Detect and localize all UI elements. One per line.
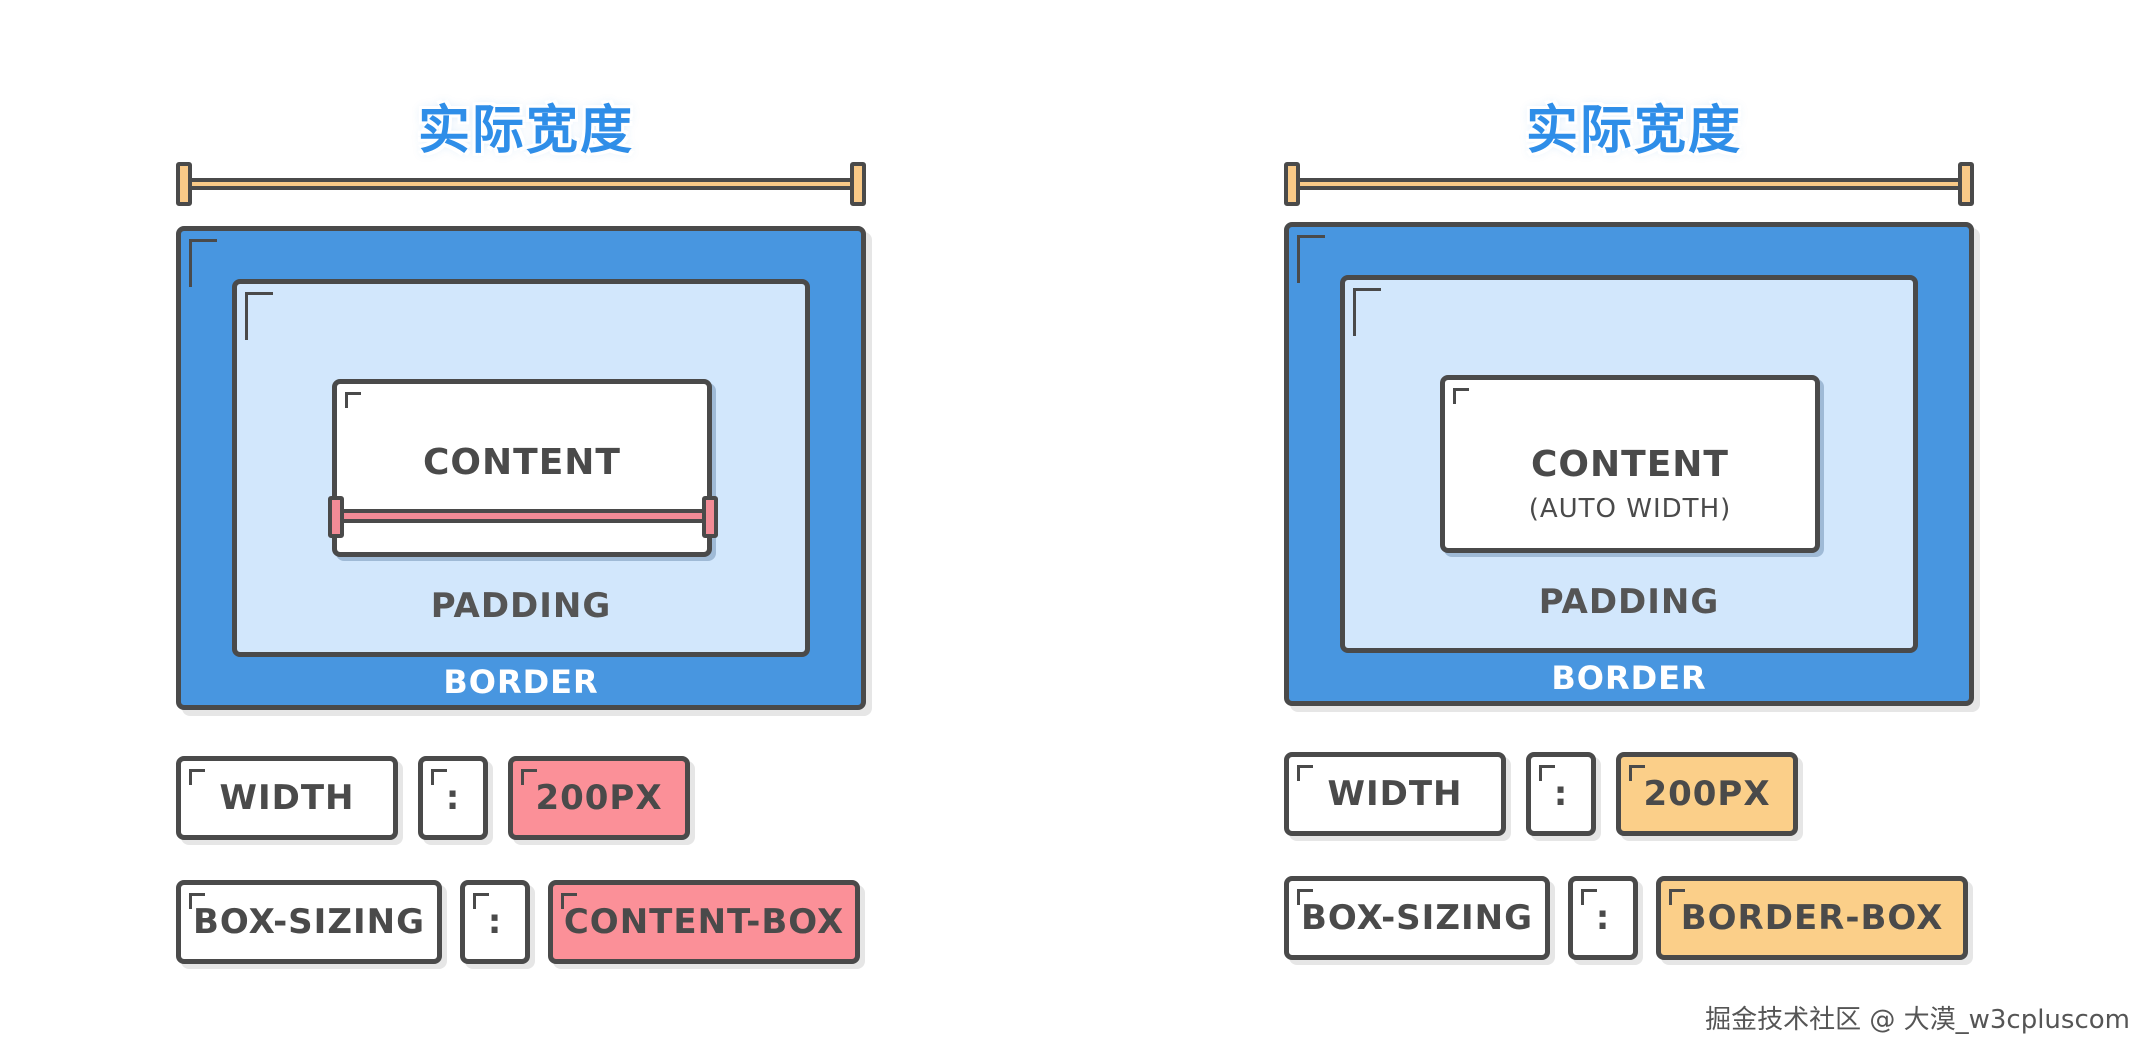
measure-cap-right — [1958, 162, 1974, 206]
actual-width-title: 实际宽度 — [1525, 101, 1742, 161]
padding-label: PADDING — [430, 586, 612, 626]
colon-chip: : — [418, 756, 488, 840]
corner-mark — [345, 392, 361, 408]
border-label: BORDER — [1551, 659, 1707, 697]
corner-mark — [1629, 765, 1645, 781]
border-box-diagram: 实际宽度 CONTENT (AUTO WIDTH) PADDING BORDER… — [1284, 0, 2044, 1000]
corner-mark — [1581, 889, 1597, 905]
measure-bar — [182, 178, 860, 190]
measure-cap-left — [176, 162, 192, 206]
measure-cap-left — [328, 496, 344, 538]
colon: : — [1595, 898, 1611, 938]
content-label: CONTENT — [1531, 444, 1729, 485]
content-area: CONTENT (AUTO WIDTH) — [1440, 375, 1820, 553]
measure-cap-left — [1284, 162, 1300, 206]
border-area: CONTENT PADDING BORDER — [176, 226, 866, 710]
measure-cap-right — [850, 162, 866, 206]
corner-mark — [189, 893, 205, 909]
padding-area: CONTENT PADDING — [232, 279, 810, 657]
width-value: 200PX — [1643, 774, 1771, 814]
box-sizing-value: BORDER-BOX — [1680, 898, 1944, 938]
box-sizing-value-chip: BORDER-BOX — [1656, 876, 1968, 960]
colon-chip: : — [1526, 752, 1596, 836]
width-value: 200PX — [535, 778, 663, 818]
border-area: CONTENT (AUTO WIDTH) PADDING BORDER — [1284, 222, 1974, 706]
corner-mark — [1539, 765, 1555, 781]
measure-bar — [334, 509, 712, 523]
padding-label: PADDING — [1538, 582, 1720, 622]
colon: : — [487, 902, 503, 942]
corner-mark — [1297, 235, 1325, 283]
box-sizing-property: BOX-SIZING — [193, 902, 425, 942]
corner-mark — [189, 239, 217, 287]
corner-mark — [1353, 288, 1381, 336]
colon-chip: : — [460, 880, 530, 964]
measure-bar — [1290, 178, 1968, 190]
content-area: CONTENT — [328, 379, 718, 557]
width-property-chip: WIDTH — [176, 756, 398, 840]
box-sizing-property-chip: BOX-SIZING — [1284, 876, 1550, 960]
content-width-measure — [328, 496, 718, 538]
corner-mark — [189, 769, 205, 785]
width-property: WIDTH — [219, 778, 355, 818]
padding-area: CONTENT (AUTO WIDTH) PADDING — [1340, 275, 1918, 653]
actual-width-measure — [176, 162, 866, 206]
box-sizing-property-chip: BOX-SIZING — [176, 880, 442, 964]
content-label: CONTENT — [423, 442, 621, 483]
box-sizing-value: CONTENT-BOX — [563, 902, 845, 942]
measure-cap-right — [702, 496, 718, 538]
corner-mark — [245, 292, 273, 340]
corner-mark — [1297, 765, 1313, 781]
colon: : — [445, 778, 461, 818]
width-property-chip: WIDTH — [1284, 752, 1506, 836]
box-sizing-property: BOX-SIZING — [1301, 898, 1533, 938]
width-value-chip: 200PX — [1616, 752, 1798, 836]
box-sizing-value-chip: CONTENT-BOX — [548, 880, 860, 964]
corner-mark — [1453, 388, 1469, 404]
content-box-diagram: 实际宽度 CONTENT PADDING BORDER WIDTH — [176, 0, 936, 1000]
colon: : — [1553, 774, 1569, 814]
width-value-chip: 200PX — [508, 756, 690, 840]
content-auto-width-note: (AUTO WIDTH) — [1528, 494, 1732, 524]
corner-mark — [561, 893, 577, 909]
actual-width-measure — [1284, 162, 1974, 206]
border-label: BORDER — [443, 663, 599, 701]
width-property: WIDTH — [1327, 774, 1463, 814]
colon-chip: : — [1568, 876, 1638, 960]
watermark-credit: 掘金技术社区 @ 大漠_w3cpluscom — [1705, 1005, 2130, 1035]
corner-mark — [1297, 889, 1313, 905]
corner-mark — [473, 893, 489, 909]
corner-mark — [521, 769, 537, 785]
actual-width-title: 实际宽度 — [417, 101, 634, 161]
corner-mark — [431, 769, 447, 785]
corner-mark — [1669, 889, 1685, 905]
